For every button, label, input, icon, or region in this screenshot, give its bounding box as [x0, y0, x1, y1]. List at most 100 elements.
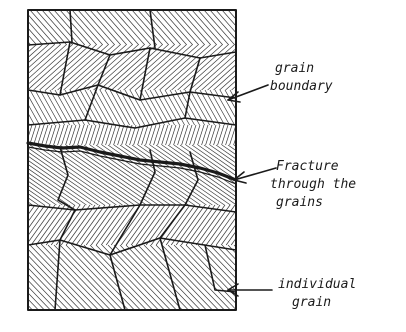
- hatch-line: [144, 10, 175, 45]
- hatch-line: [158, 125, 164, 145]
- hatch-line: [318, 125, 324, 145]
- hatch-line: [106, 125, 112, 145]
- hatch-line: [252, 10, 283, 45]
- hatch-line: [0, 10, 25, 45]
- hatch-line: [340, 90, 360, 125]
- hatch-line: [256, 205, 285, 245]
- hatch-line: [0, 205, 15, 245]
- hatch-line: [355, 90, 375, 125]
- hatch-line: [291, 205, 320, 245]
- hatch-line: [50, 125, 56, 145]
- hatch-line: [186, 125, 192, 145]
- hatch-line: [324, 145, 406, 205]
- hatch-line: [0, 90, 20, 125]
- hatch-line: [294, 125, 300, 145]
- hatch-line: [335, 90, 355, 125]
- hatch-line: [296, 205, 325, 245]
- hatch-line: [282, 125, 288, 145]
- hatch-line: [190, 125, 196, 145]
- hatch-line: [126, 245, 188, 310]
- label-grain-boundary: grain boundary: [270, 61, 333, 94]
- hatch-line: [66, 125, 72, 145]
- hatch-line: [6, 10, 37, 45]
- hatch-line: [226, 125, 232, 145]
- hatch-line: [0, 245, 26, 310]
- hatch-line: [261, 205, 290, 245]
- hatch-line: [271, 205, 300, 245]
- hatch-line: [302, 125, 308, 145]
- hatch-line: [234, 10, 265, 45]
- hatch-line: [142, 125, 148, 145]
- hatch-line: [210, 245, 272, 310]
- hatch-line: [286, 205, 315, 245]
- hatch-line: [78, 10, 109, 45]
- hatch-line: [135, 90, 155, 125]
- hatch-line: [0, 45, 36, 90]
- hatch-line: [198, 125, 204, 145]
- hatch-line: [354, 10, 385, 45]
- hatch-line: [318, 10, 349, 45]
- label-individual-grain: individual grain: [278, 277, 364, 310]
- hatch-line: [0, 10, 13, 45]
- hatch-line: [216, 10, 247, 45]
- hatch-line: [214, 125, 220, 145]
- hatch-line: [90, 245, 152, 310]
- hatch-line: [110, 125, 116, 145]
- hatch-line: [246, 125, 252, 145]
- hatch-line: [84, 245, 146, 310]
- hatch-line: [330, 10, 361, 45]
- hatch-line: [276, 10, 307, 45]
- hatch-line: [0, 245, 44, 310]
- hatch-line: [345, 90, 365, 125]
- hatch-line: [174, 10, 205, 45]
- hatch-line: [0, 45, 18, 90]
- hatch-line: [20, 90, 40, 125]
- hatch-line: [162, 125, 168, 145]
- hatch-line: [72, 245, 134, 310]
- hatch-line: [204, 10, 235, 45]
- hatch-line: [251, 205, 280, 245]
- hatch-line: [0, 45, 6, 90]
- hatch-line: [312, 10, 343, 45]
- hatch-line: [2, 125, 8, 145]
- hatch-line: [6, 125, 12, 145]
- hatch-line: [236, 205, 265, 245]
- hatch-line: [182, 125, 188, 145]
- hatch-line: [150, 125, 156, 145]
- hatch-line: [0, 90, 15, 125]
- hatch-line: [144, 245, 206, 310]
- hatch-line: [10, 90, 30, 125]
- hatch-line: [90, 10, 121, 45]
- hatch-line: [316, 205, 345, 245]
- hatch-line: [0, 205, 25, 245]
- hatch-line: [306, 10, 337, 45]
- hatch-line: [35, 90, 55, 125]
- hatch-line: [260, 90, 280, 125]
- hatch-line: [118, 125, 124, 145]
- hatch-line: [46, 125, 52, 145]
- hatch-line: [30, 10, 61, 45]
- hatch-line: [266, 125, 272, 145]
- hatch-line: [222, 10, 253, 45]
- hatch-line: [114, 10, 145, 45]
- hatch-line: [336, 145, 406, 205]
- hatch-line: [282, 10, 313, 45]
- hatch-line: [30, 90, 50, 125]
- hatch-line: [108, 10, 139, 45]
- hatch-line: [242, 125, 248, 145]
- hatch-line: [348, 145, 406, 205]
- hatch-line: [250, 90, 270, 125]
- hatch-line: [306, 125, 312, 145]
- hatch-line: [82, 125, 88, 145]
- hatch-line: [342, 10, 373, 45]
- hatch-line: [122, 125, 128, 145]
- hatch-line: [180, 245, 242, 310]
- hatch-line: [102, 10, 133, 45]
- hatch-line: [38, 125, 44, 145]
- hatch-line: [74, 125, 80, 145]
- hatch-line: [270, 125, 276, 145]
- hatch-line: [138, 245, 200, 310]
- hatch-line: [326, 125, 332, 145]
- hatch-line: [222, 125, 228, 145]
- hatch-line: [0, 45, 12, 90]
